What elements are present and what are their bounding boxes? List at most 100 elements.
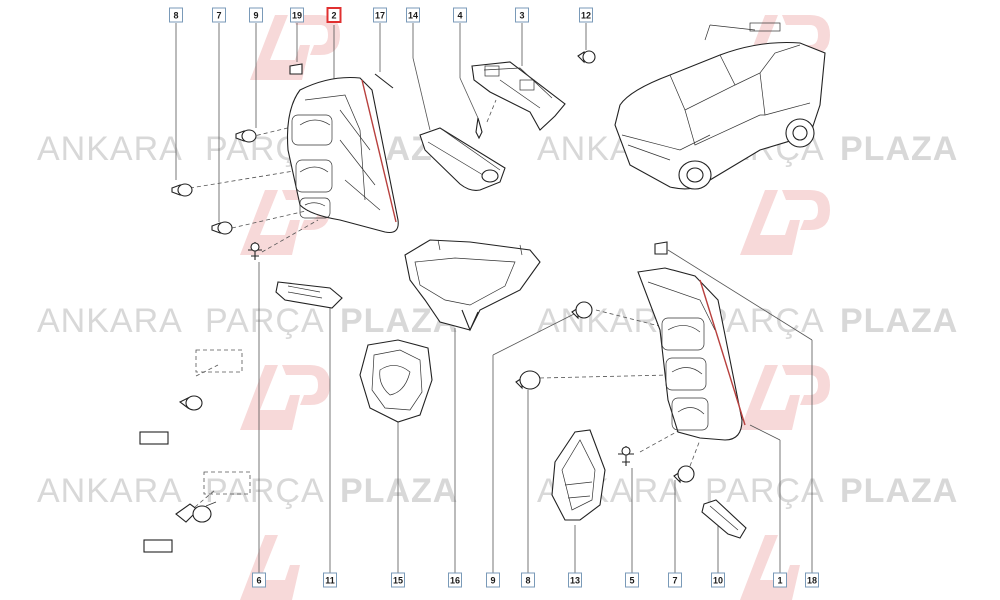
wm-brand: ANKARA — [37, 302, 183, 340]
callout-8: 8 — [169, 7, 183, 23]
lamp-housing-icon — [359, 339, 433, 423]
callout-box — [515, 7, 529, 23]
wm-end: PLAZA — [340, 472, 458, 510]
callout-12: 12 — [579, 7, 593, 23]
callout-label: 12 — [581, 11, 591, 21]
wm-end: PLAZA — [840, 302, 958, 340]
callout-11: 11 — [323, 572, 337, 588]
callout-label: 2 — [331, 11, 336, 21]
wm-mid: PARÇA — [205, 302, 325, 340]
callout-label: 7 — [216, 11, 221, 21]
callout-label: 19 — [292, 11, 302, 21]
callout-19: 19 — [290, 7, 304, 23]
callout-box — [169, 7, 183, 23]
callout-box — [406, 7, 420, 23]
callouts-bottom: 6 11 15 16 9 8 13 5 7 10 1 18 — [252, 572, 819, 588]
callout-label: 16 — [450, 576, 460, 586]
third-brake-light — [471, 61, 566, 131]
clip-icon — [475, 117, 483, 140]
callout-box — [711, 572, 725, 588]
callout-label: 3 — [519, 11, 524, 21]
bulb-icon — [235, 129, 257, 143]
callout-box — [625, 572, 639, 588]
callout-label: 15 — [393, 576, 403, 586]
callout-label: 6 — [256, 576, 261, 586]
callout-label: 9 — [490, 576, 495, 586]
callout-box — [773, 572, 787, 588]
callout-9: 9 — [486, 572, 500, 588]
callout-box — [391, 572, 405, 588]
callout-box — [249, 7, 263, 23]
callout-label: 11 — [325, 576, 335, 586]
clip-icon — [248, 242, 262, 260]
callout-box — [805, 572, 819, 588]
callout-box — [521, 572, 535, 588]
callout-label: 8 — [173, 11, 178, 21]
callout-5: 5 — [625, 572, 639, 588]
bulb-icon — [673, 465, 695, 484]
callout-14: 14 — [406, 7, 420, 23]
logo-icon — [240, 535, 300, 600]
plate-lamp — [419, 127, 506, 191]
callout-15: 15 — [391, 572, 405, 588]
callout-label: 18 — [807, 576, 817, 586]
bulb-holder — [551, 429, 606, 521]
callout-18: 18 — [805, 572, 819, 588]
callout-box — [252, 572, 266, 588]
callout-label: 8 — [525, 576, 530, 586]
wm-end: PLAZA — [840, 472, 958, 510]
callout-box — [579, 7, 593, 23]
callout-1: 1 — [773, 572, 787, 588]
callout-4: 4 — [453, 7, 467, 23]
logo-icon — [240, 365, 330, 430]
callout-box — [568, 572, 582, 588]
callout-box — [212, 7, 226, 23]
callout-8: 8 — [521, 572, 535, 588]
callout-3: 3 — [515, 7, 529, 23]
callout-box — [486, 572, 500, 588]
clip-icon — [289, 63, 303, 75]
wm-brand: ANKARA — [37, 472, 183, 510]
callout-13: 13 — [568, 572, 582, 588]
callout-label: 7 — [672, 576, 677, 586]
leader-lines — [175, 23, 813, 574]
callout-label: 14 — [408, 11, 418, 21]
clip-icon — [618, 446, 634, 466]
lamp-housing-icon — [404, 239, 541, 332]
callout-label: 4 — [457, 11, 462, 21]
left-bulb-detail — [139, 349, 251, 553]
callout-label: 13 — [570, 576, 580, 586]
callout-box — [448, 572, 462, 588]
callout-box — [453, 7, 467, 23]
logo-icon — [740, 535, 800, 600]
callout-6: 6 — [252, 572, 266, 588]
callout-10: 10 — [711, 572, 725, 588]
logo-icon — [740, 365, 830, 430]
bulb-icon — [577, 50, 596, 64]
bulb-icon — [571, 301, 593, 320]
clip-icon — [374, 73, 394, 89]
bulb-icon — [175, 501, 217, 523]
logo-icon — [250, 15, 340, 80]
side-marker — [275, 281, 343, 309]
callout-label: 1 — [777, 576, 782, 586]
callout-label: 17 — [375, 11, 385, 21]
clip-icon — [654, 241, 668, 255]
callout-17: 17 — [373, 7, 387, 23]
wm-brand: ANKARA — [37, 130, 183, 168]
left-tail-lamp — [286, 76, 399, 234]
callout-7: 7 — [668, 572, 682, 588]
callout-7: 7 — [212, 7, 226, 23]
wm-mid: PARÇA — [705, 472, 825, 510]
right-tail-lamp — [637, 267, 746, 441]
callout-2: 2 — [326, 7, 342, 23]
callout-label: 10 — [713, 576, 723, 586]
bulb-icon — [211, 221, 233, 235]
callout-box — [323, 572, 337, 588]
callout-box — [326, 7, 342, 23]
wm-end: PLAZA — [840, 130, 958, 168]
callout-label: 5 — [629, 576, 634, 586]
